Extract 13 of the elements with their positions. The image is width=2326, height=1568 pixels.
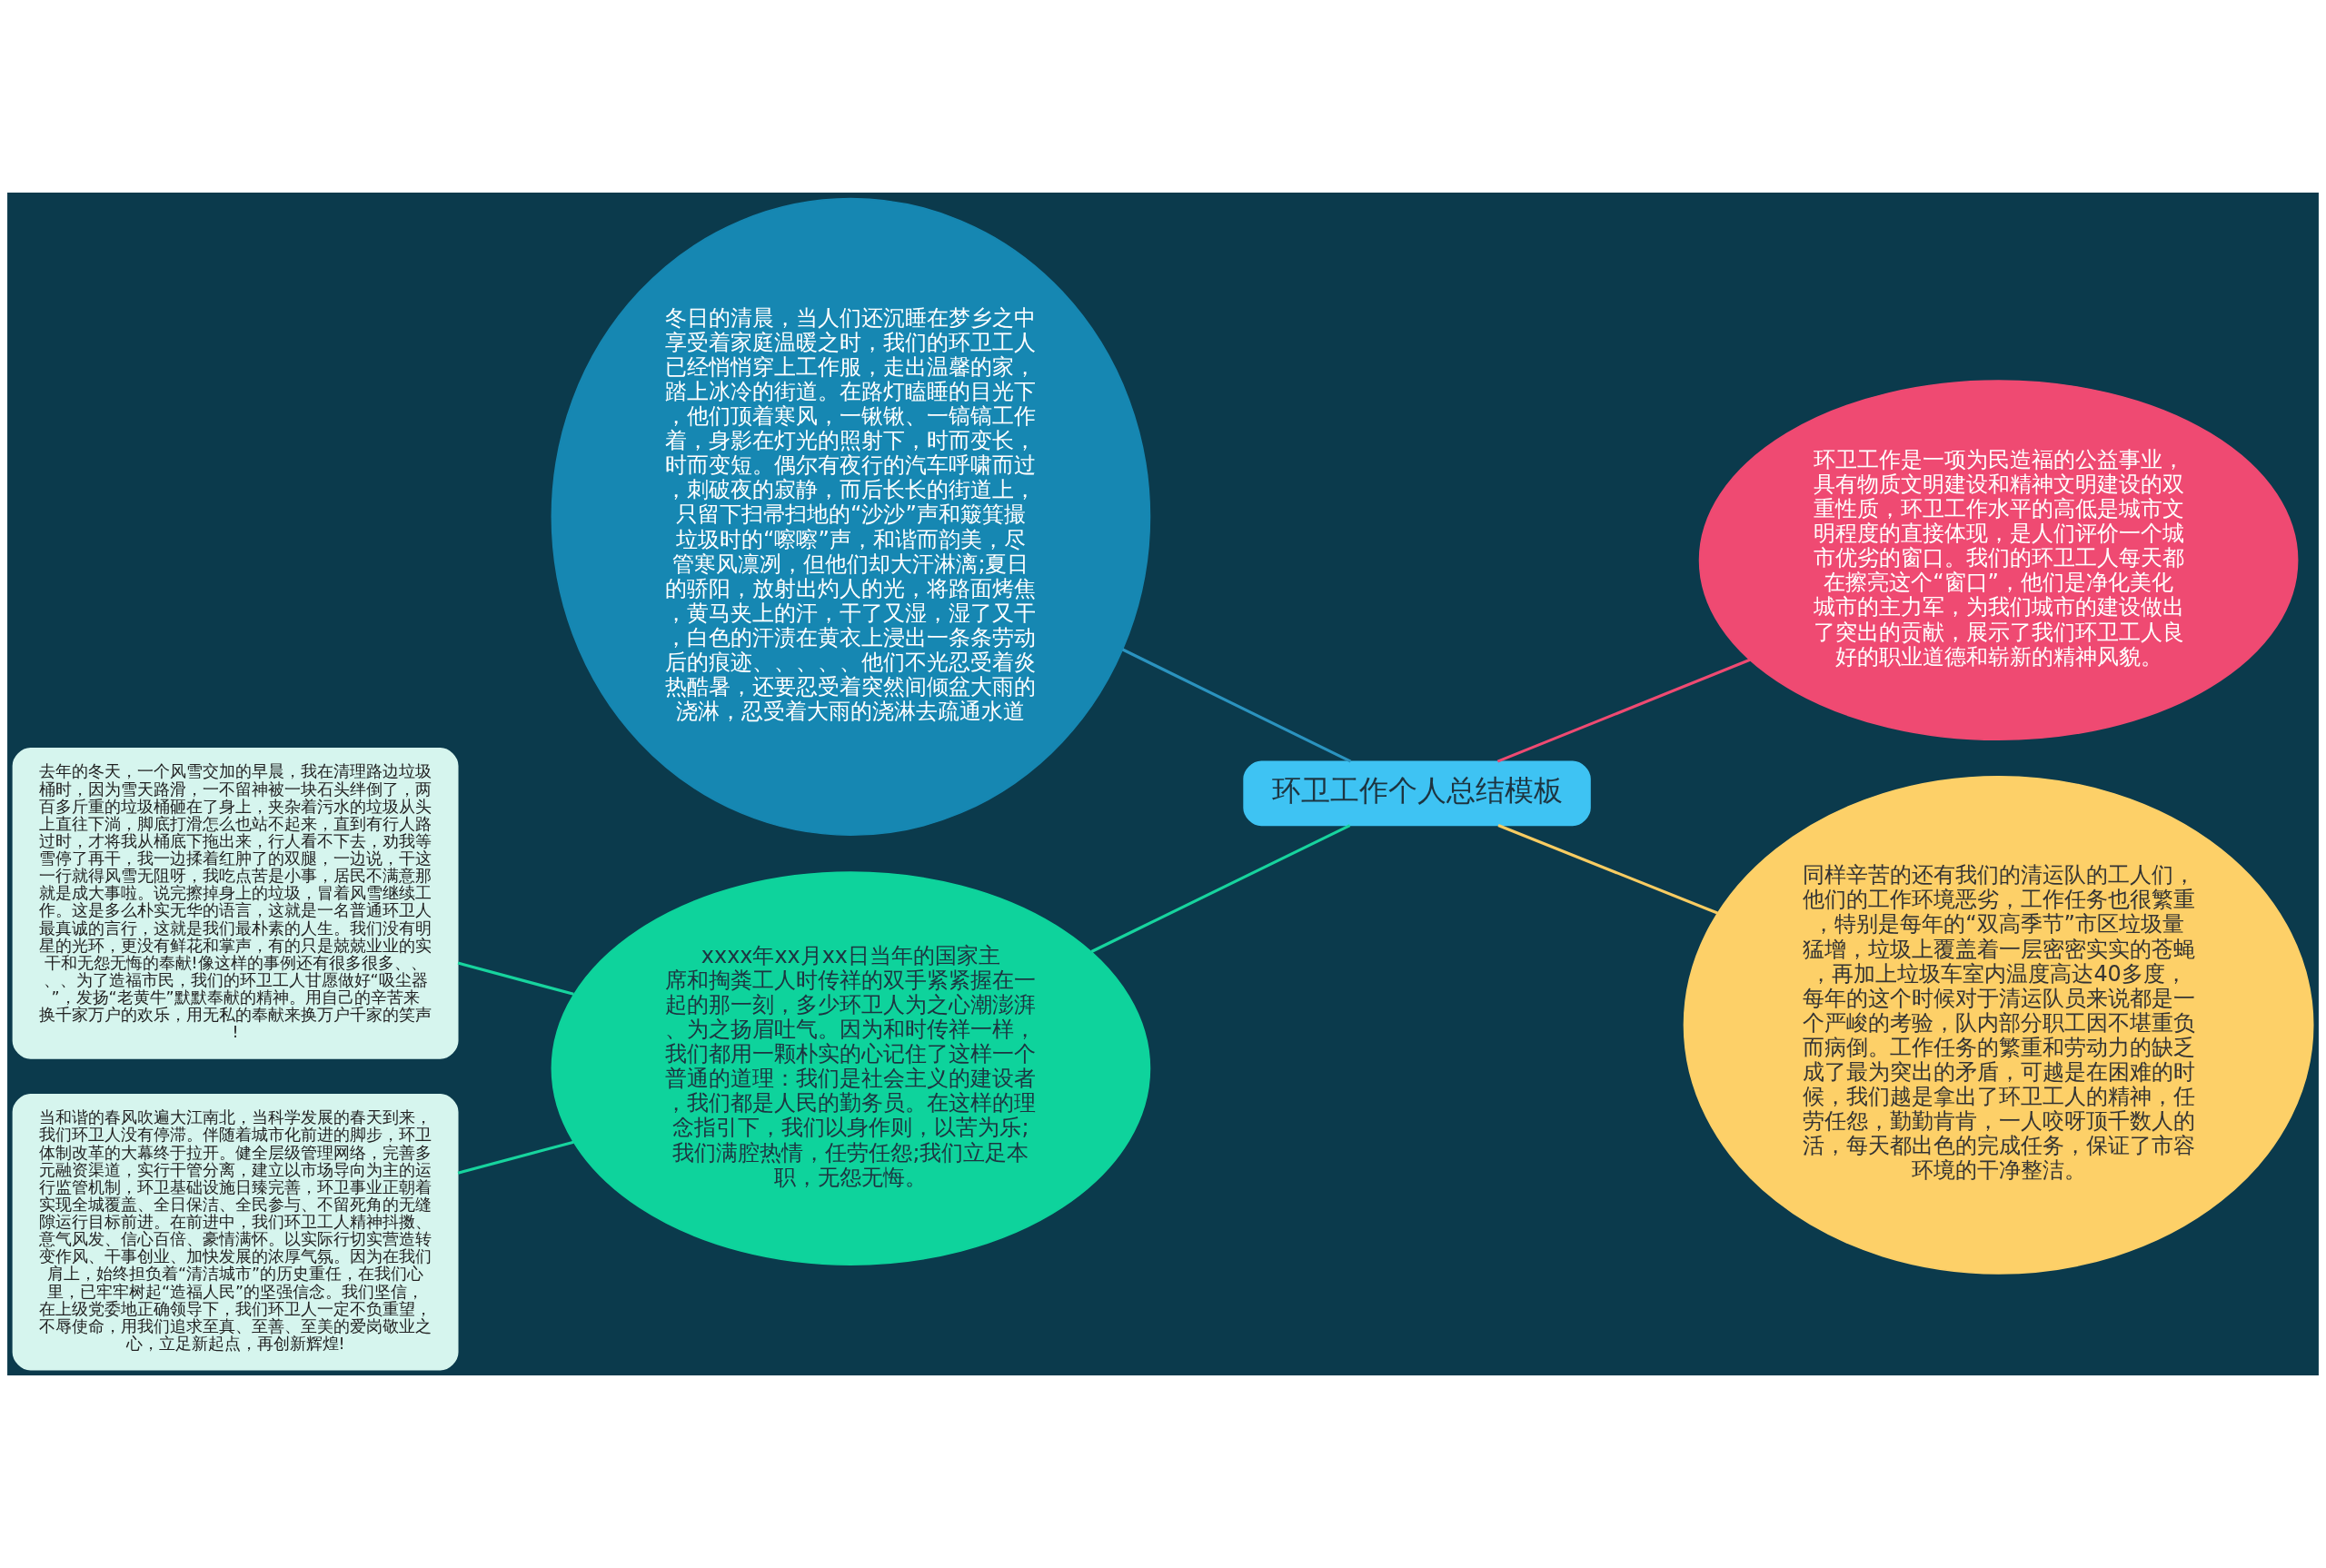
node-ellipse: 同样辛苦的还有我们的清运队的工人们，他们的工作环境恶劣，工作任务也很繁重，特别是每年的“双高季节”市区垃圾量猛增，垃圾上覆盖着一层密密实实的苍蝇，再加上垃圾车室内温度高达40多度，每年的这个时候对于清运队员来说都是一个严峻的考验，队内部分职工因不堪重负而病倒。工作任务的繁重和劳动力的缺乏成了最为突出的矛盾，可越是在困难的时候，我们越是拿出了环卫工人的精神，任劳任怨，勤勤肯肯，一人咬呀顶千数人的活，每天都出色的完成任务，保证了市容环境的干净整洁。: [1683, 775, 2314, 1275]
connector: [1090, 824, 1351, 953]
connector: [1496, 658, 1751, 763]
node-ellipse: xxxx年xx月xx日当年的国家主席和掏粪工人时传祥的双手紧紧握在一起的那一刻，多少环卫人为之心潮澎湃、为之扬眉吐气。因为和时传祥一样，我们都用一颗朴实的心记住了这样一个普通的道理：我们是社会主义的建设者，我们都是人民的勤务员。在这样的理念指引下，我们以身作则，以苦为乐;我们满腔热情，任劳任怨;我们立足本职，无怨无悔。: [551, 871, 1151, 1265]
node-ellipse: 环卫工作是一项为民造福的公益事业，具有物质文明建设和精神文明建设的双重性质，环卫工作水平的高低是城市文明程度的直接体现，是人们评价一个城市优劣的窗口。我们的环卫工人每天都在擦亮这个“窗口”，他们是净化美化城市的主力军，为我们城市的建设做出了突出的贡献，展示了我们环卫工人良好的职业道德和崭新的精神风貌。: [1698, 380, 2299, 741]
node-box: 去年的冬天，一个风雪交加的早晨，我在清理路边垃圾桶时，因为雪天路滑，一不留神被一块石头绊倒了，两百多斤重的垃圾桶砸在了身上，夹杂着污水的垃圾从头上直往下淌，脚底打滑怎么也站不起来，直到有行人路过时，才将我从桶底下拖出来，行人看不下去，劝我等雪停了再干，我一边揉着红肿了的双腿，一边说，干这一行就得风雪无阻呀，我吃点苦是小事，居民不满意那就是成大事啦。说完擦掉身上的垃圾，冒着风雪继续工作。这是多么朴实无华的语言，这就是一名普通环卫人最真诚的言行，这就是我们最朴素的人生。我们没有明星的光环，更没有鲜花和掌声，有的只是兢兢业业的实干和无怨无悔的奉献!像这样的事例还有很多很多、、、、为了造福市民，我们的环卫工人甘愿做好“吸尘器”，发扬“老黄牛”默默奉献的精神。用自己的辛苦来换千家万户的欢乐，用无私的奉献来换万户千家的笑声!: [12, 748, 459, 1059]
connector: [457, 1140, 574, 1175]
connector: [457, 961, 574, 996]
connector: [1497, 824, 1718, 915]
node-circle: 冬日的清晨，当人们还沉睡在梦乡之中享受着家庭温暖之时，我们的环卫工人已经悄悄穿上工作服，走出温馨的家，踏上冰冷的街道。在路灯瞌睡的目光下，他们顶着寒风，一锹锹、一镐镐工作着，身影在灯光的照射下，时而变长，时而变短。偶尔有夜行的汽车呼啸而过，刺破夜的寂静，而后长长的街道上，只留下扫帚扫地的“沙沙”声和簸箕撮垃圾时的“嚓嚓”声，和谐而韵美，尽管寒风凛冽，但他们却大汗淋漓;夏日的骄阳，放射出灼人的光，将路面烤焦，黄马夹上的汗，干了又湿，湿了又干，白色的汗渍在黄衣上浸出一条条劳动后的痕迹、、、、、他们不光忍受着炎热酷暑，还要忍受着突然间倾盆大雨的浇淋，忍受着大雨的浇淋去疏通水道: [551, 197, 1151, 836]
node-box: 环卫工作个人总结模板: [1243, 760, 1591, 827]
node-box: 当和谐的春风吹遍大江南北，当科学发展的春天到来，我们环卫人没有停滞。伴随着城市化前进的脚步，环卫体制改革的大幕终于拉开。健全层级管理网络，完善多元融资渠道，实行干管分离，建立以市场导向为主的运行监管机制，环卫基础设施日臻完善，环卫事业正朝着实现全城覆盖、全日保洁、全民参与、不留死角的无缝隙运行目标前进。在前进中，我们环卫工人精神抖擞、意气风发、信心百倍、豪情满怀。以实际行切实营造转变作风、干事创业、加快发展的浓厚气氛。因为在我们肩上，始终担负着“清洁城市”的历史重任，在我们心里，已牢牢树起“造福人民”的坚强信念。我们坚信，在上级党委地正确领导下，我们环卫人一定不负重望，不辱使命，用我们追求至真、至善、至美的爱岗敬业之心，立足新起点，再创新辉煌!: [12, 1094, 459, 1371]
connector: [1122, 648, 1352, 763]
